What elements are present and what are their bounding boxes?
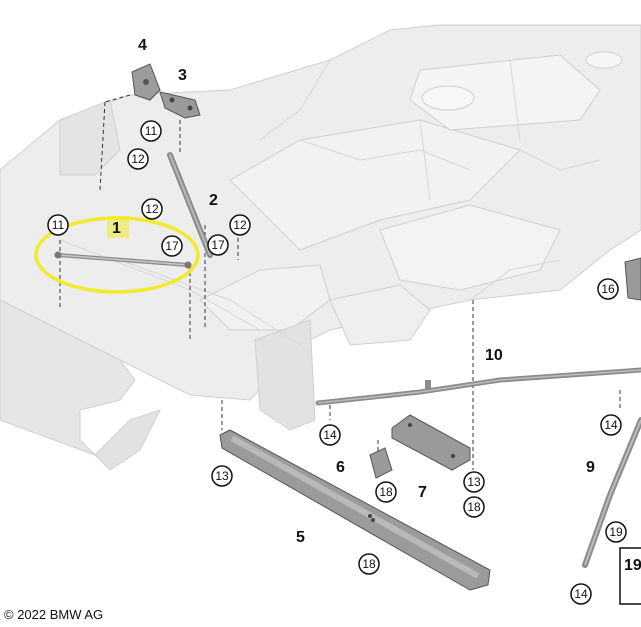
callout-12c-text: 12	[233, 218, 247, 232]
callout-14a[interactable]: 14	[319, 424, 341, 446]
label-4[interactable]: 4	[138, 37, 147, 54]
callout-17a[interactable]: 17	[161, 235, 183, 257]
part-4-plate[interactable]	[131, 63, 161, 101]
part-5-long-plate[interactable]	[219, 429, 491, 591]
callout-12a-text: 12	[131, 152, 145, 166]
callout-11b[interactable]: 11	[47, 214, 69, 236]
label-1-box	[107, 216, 129, 238]
part-16-bracket[interactable]	[624, 257, 641, 301]
callout-18c-text: 18	[362, 557, 376, 571]
circled-callouts: 11 12 11 12 17 17 12 16 14 14 13 18 13 1…	[47, 120, 627, 605]
part-number-labels: 4 3 2 1 10 9 6 7 5	[107, 37, 595, 546]
callout-17b[interactable]: 17	[207, 234, 229, 256]
callout-18b[interactable]: 18	[463, 496, 485, 518]
callout-17b-text: 17	[211, 238, 225, 252]
callout-12b-text: 12	[145, 202, 159, 216]
callout-13b[interactable]: 13	[463, 471, 485, 493]
label-9[interactable]: 9	[586, 459, 595, 476]
part-2-diagonal-strut[interactable]	[167, 152, 213, 258]
label-2[interactable]: 2	[209, 192, 218, 209]
callout-16-text: 16	[601, 282, 615, 296]
vehicle-body-shell	[0, 24, 641, 471]
callout-18a[interactable]: 18	[375, 481, 397, 503]
callout-14b-text: 14	[604, 418, 618, 432]
callout-12b[interactable]: 12	[141, 198, 163, 220]
callout-12c[interactable]: 12	[229, 214, 251, 236]
part-1-strut-bar[interactable]	[54, 251, 192, 269]
callout-16[interactable]: 16	[597, 278, 619, 300]
label-10[interactable]: 10	[485, 347, 503, 364]
label-5[interactable]: 5	[296, 529, 305, 546]
callout-18b-text: 18	[467, 500, 481, 514]
label-7[interactable]: 7	[418, 484, 427, 501]
callout-11b-text: 11	[52, 218, 65, 232]
label-1[interactable]: 1	[112, 220, 121, 237]
label-19-cut-box[interactable]: 19	[619, 547, 641, 605]
body-detail-lines	[59, 59, 601, 346]
callout-14c[interactable]: 14	[570, 583, 592, 605]
callout-17a-text: 17	[165, 239, 179, 253]
callout-11a[interactable]: 11	[140, 120, 162, 142]
callout-19a[interactable]: 19	[605, 521, 627, 543]
label-19-cut: 19	[624, 557, 641, 574]
callout-13a-text: 13	[215, 469, 229, 483]
callout-18a-text: 18	[379, 485, 393, 499]
copyright-notice: © 2022 BMW AG	[4, 607, 104, 622]
callout-12a[interactable]: 12	[127, 148, 149, 170]
part-9-diagonal-brace[interactable]	[582, 417, 641, 568]
part-3-bracket[interactable]	[159, 91, 201, 119]
callout-13a[interactable]: 13	[211, 465, 233, 487]
callout-13b-text: 13	[467, 475, 481, 489]
label-3[interactable]: 3	[178, 67, 187, 84]
callout-14a-text: 14	[323, 428, 337, 442]
callout-19a-text: 19	[609, 525, 623, 539]
callout-14c-text: 14	[574, 587, 588, 601]
part-10-long-bar[interactable]	[315, 367, 641, 406]
callout-18c[interactable]: 18	[358, 553, 380, 575]
label-6[interactable]: 6	[336, 459, 345, 476]
part-6-small-bracket[interactable]	[369, 447, 393, 479]
callout-11a-text: 11	[145, 124, 158, 138]
part-7-plate[interactable]	[391, 414, 471, 471]
callout-14b[interactable]: 14	[600, 414, 622, 436]
